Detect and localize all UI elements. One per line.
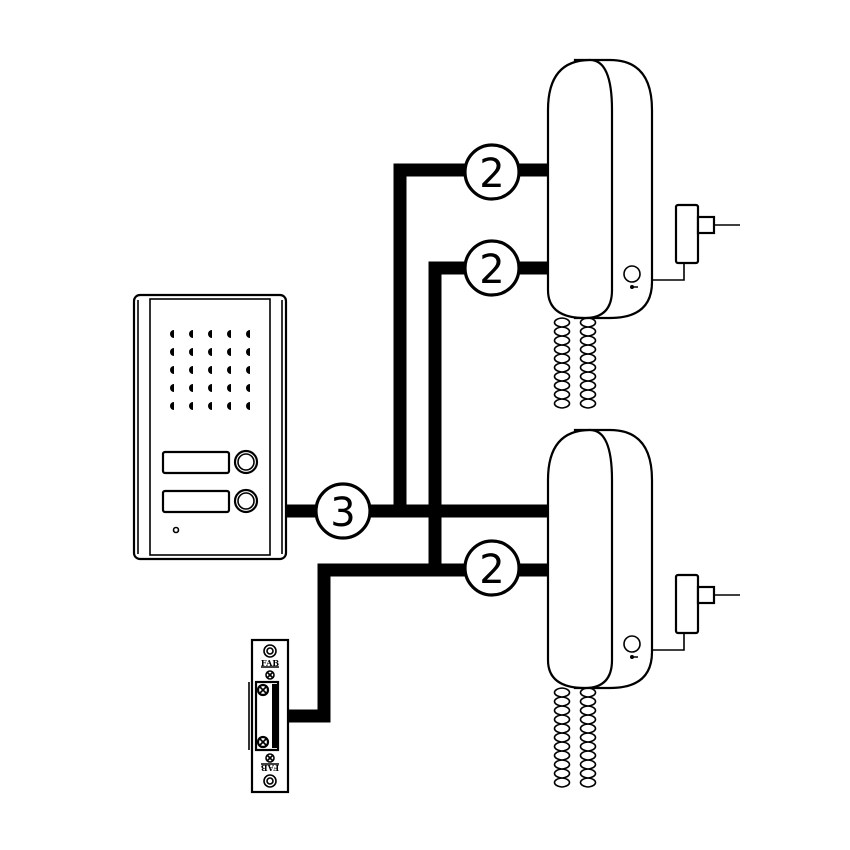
power-cable <box>652 632 685 651</box>
grille-hole <box>227 384 231 392</box>
badge-circle <box>463 143 521 201</box>
plug-pin <box>696 585 716 605</box>
screw-top-cross <box>266 671 274 679</box>
grille-hole <box>227 402 231 410</box>
electric-door-strike: FAB FAB <box>248 638 290 794</box>
door-entry-panel <box>132 293 288 561</box>
handset-receiver <box>546 58 614 320</box>
curly-cord-right <box>579 317 597 409</box>
handset-receiver <box>546 428 614 690</box>
latch-screw-top-cross <box>259 686 267 694</box>
badge-label: 2 <box>479 247 504 293</box>
grille-hole <box>189 384 193 392</box>
grille-hole <box>208 384 212 392</box>
grille-hole <box>208 402 212 410</box>
wire-count-badge-bottom: 2 <box>463 539 521 597</box>
speaker-grille <box>170 330 250 410</box>
screw-hole-bottom-inner <box>266 777 274 785</box>
key-icon <box>630 655 638 659</box>
name-label-1 <box>161 450 231 475</box>
badge-circle <box>463 239 521 297</box>
grille-hole <box>208 330 212 338</box>
power-adapter <box>674 203 700 265</box>
curly-cord-right <box>579 687 597 788</box>
screw-hole-bottom <box>263 774 277 788</box>
wire-count-badge-top-1: 2 <box>463 143 521 201</box>
panel-inner-frame <box>149 298 271 556</box>
grille-hole <box>246 330 250 338</box>
intercom-handset-top <box>546 58 740 409</box>
door-release-button <box>623 265 641 283</box>
latch-screw-bottom-cross <box>259 738 267 746</box>
badge-circle <box>463 539 521 597</box>
grille-hole <box>189 366 193 374</box>
door-release-button <box>623 635 641 653</box>
wire-door-strike <box>286 563 435 723</box>
grille-hole <box>170 384 174 392</box>
brand-label-bottom: FAB <box>261 763 279 773</box>
badge-circle <box>314 482 372 540</box>
grille-hole <box>170 402 174 410</box>
plug-pin <box>696 215 716 235</box>
screw-top <box>265 670 275 680</box>
screw-bottom <box>265 753 275 763</box>
grille-hole <box>246 384 250 392</box>
curly-cord-left <box>553 317 571 409</box>
grille-hole <box>189 402 193 410</box>
key-icon <box>630 285 638 289</box>
grille-hole <box>170 366 174 374</box>
power-adapter <box>674 573 700 635</box>
grille-hole <box>208 366 212 374</box>
badge-label: 2 <box>479 547 504 593</box>
grille-hole <box>227 348 231 356</box>
badge-label: 2 <box>479 151 504 197</box>
grille-hole <box>227 366 231 374</box>
call-button-2-ring <box>237 492 255 510</box>
grille-hole <box>246 366 250 374</box>
grille-hole <box>208 348 212 356</box>
power-cable <box>652 262 685 281</box>
wire-count-badge-panel: 3 <box>314 482 372 540</box>
brand-label-top: FAB <box>261 658 279 668</box>
grille-hole <box>227 330 231 338</box>
microphone-hole <box>172 526 180 534</box>
grille-hole <box>246 402 250 410</box>
grille-hole <box>246 348 250 356</box>
intercom-handset-bottom <box>546 428 740 788</box>
curly-cord-left <box>553 687 571 788</box>
name-label-2 <box>161 489 231 514</box>
wire-handset-top-upper <box>393 163 550 511</box>
grille-hole <box>170 330 174 338</box>
wire-count-badge-top-2: 2 <box>463 239 521 297</box>
call-button-1-ring <box>237 453 255 471</box>
grille-hole <box>170 348 174 356</box>
wire-handset-top-lower <box>428 261 550 511</box>
screw-bottom-cross <box>266 754 274 762</box>
screw-hole-top-inner <box>266 647 274 655</box>
badge-label: 3 <box>330 490 355 536</box>
grille-hole <box>189 348 193 356</box>
screw-hole-top <box>263 644 277 658</box>
grille-hole <box>189 330 193 338</box>
strike-latch-shadow <box>272 684 278 748</box>
